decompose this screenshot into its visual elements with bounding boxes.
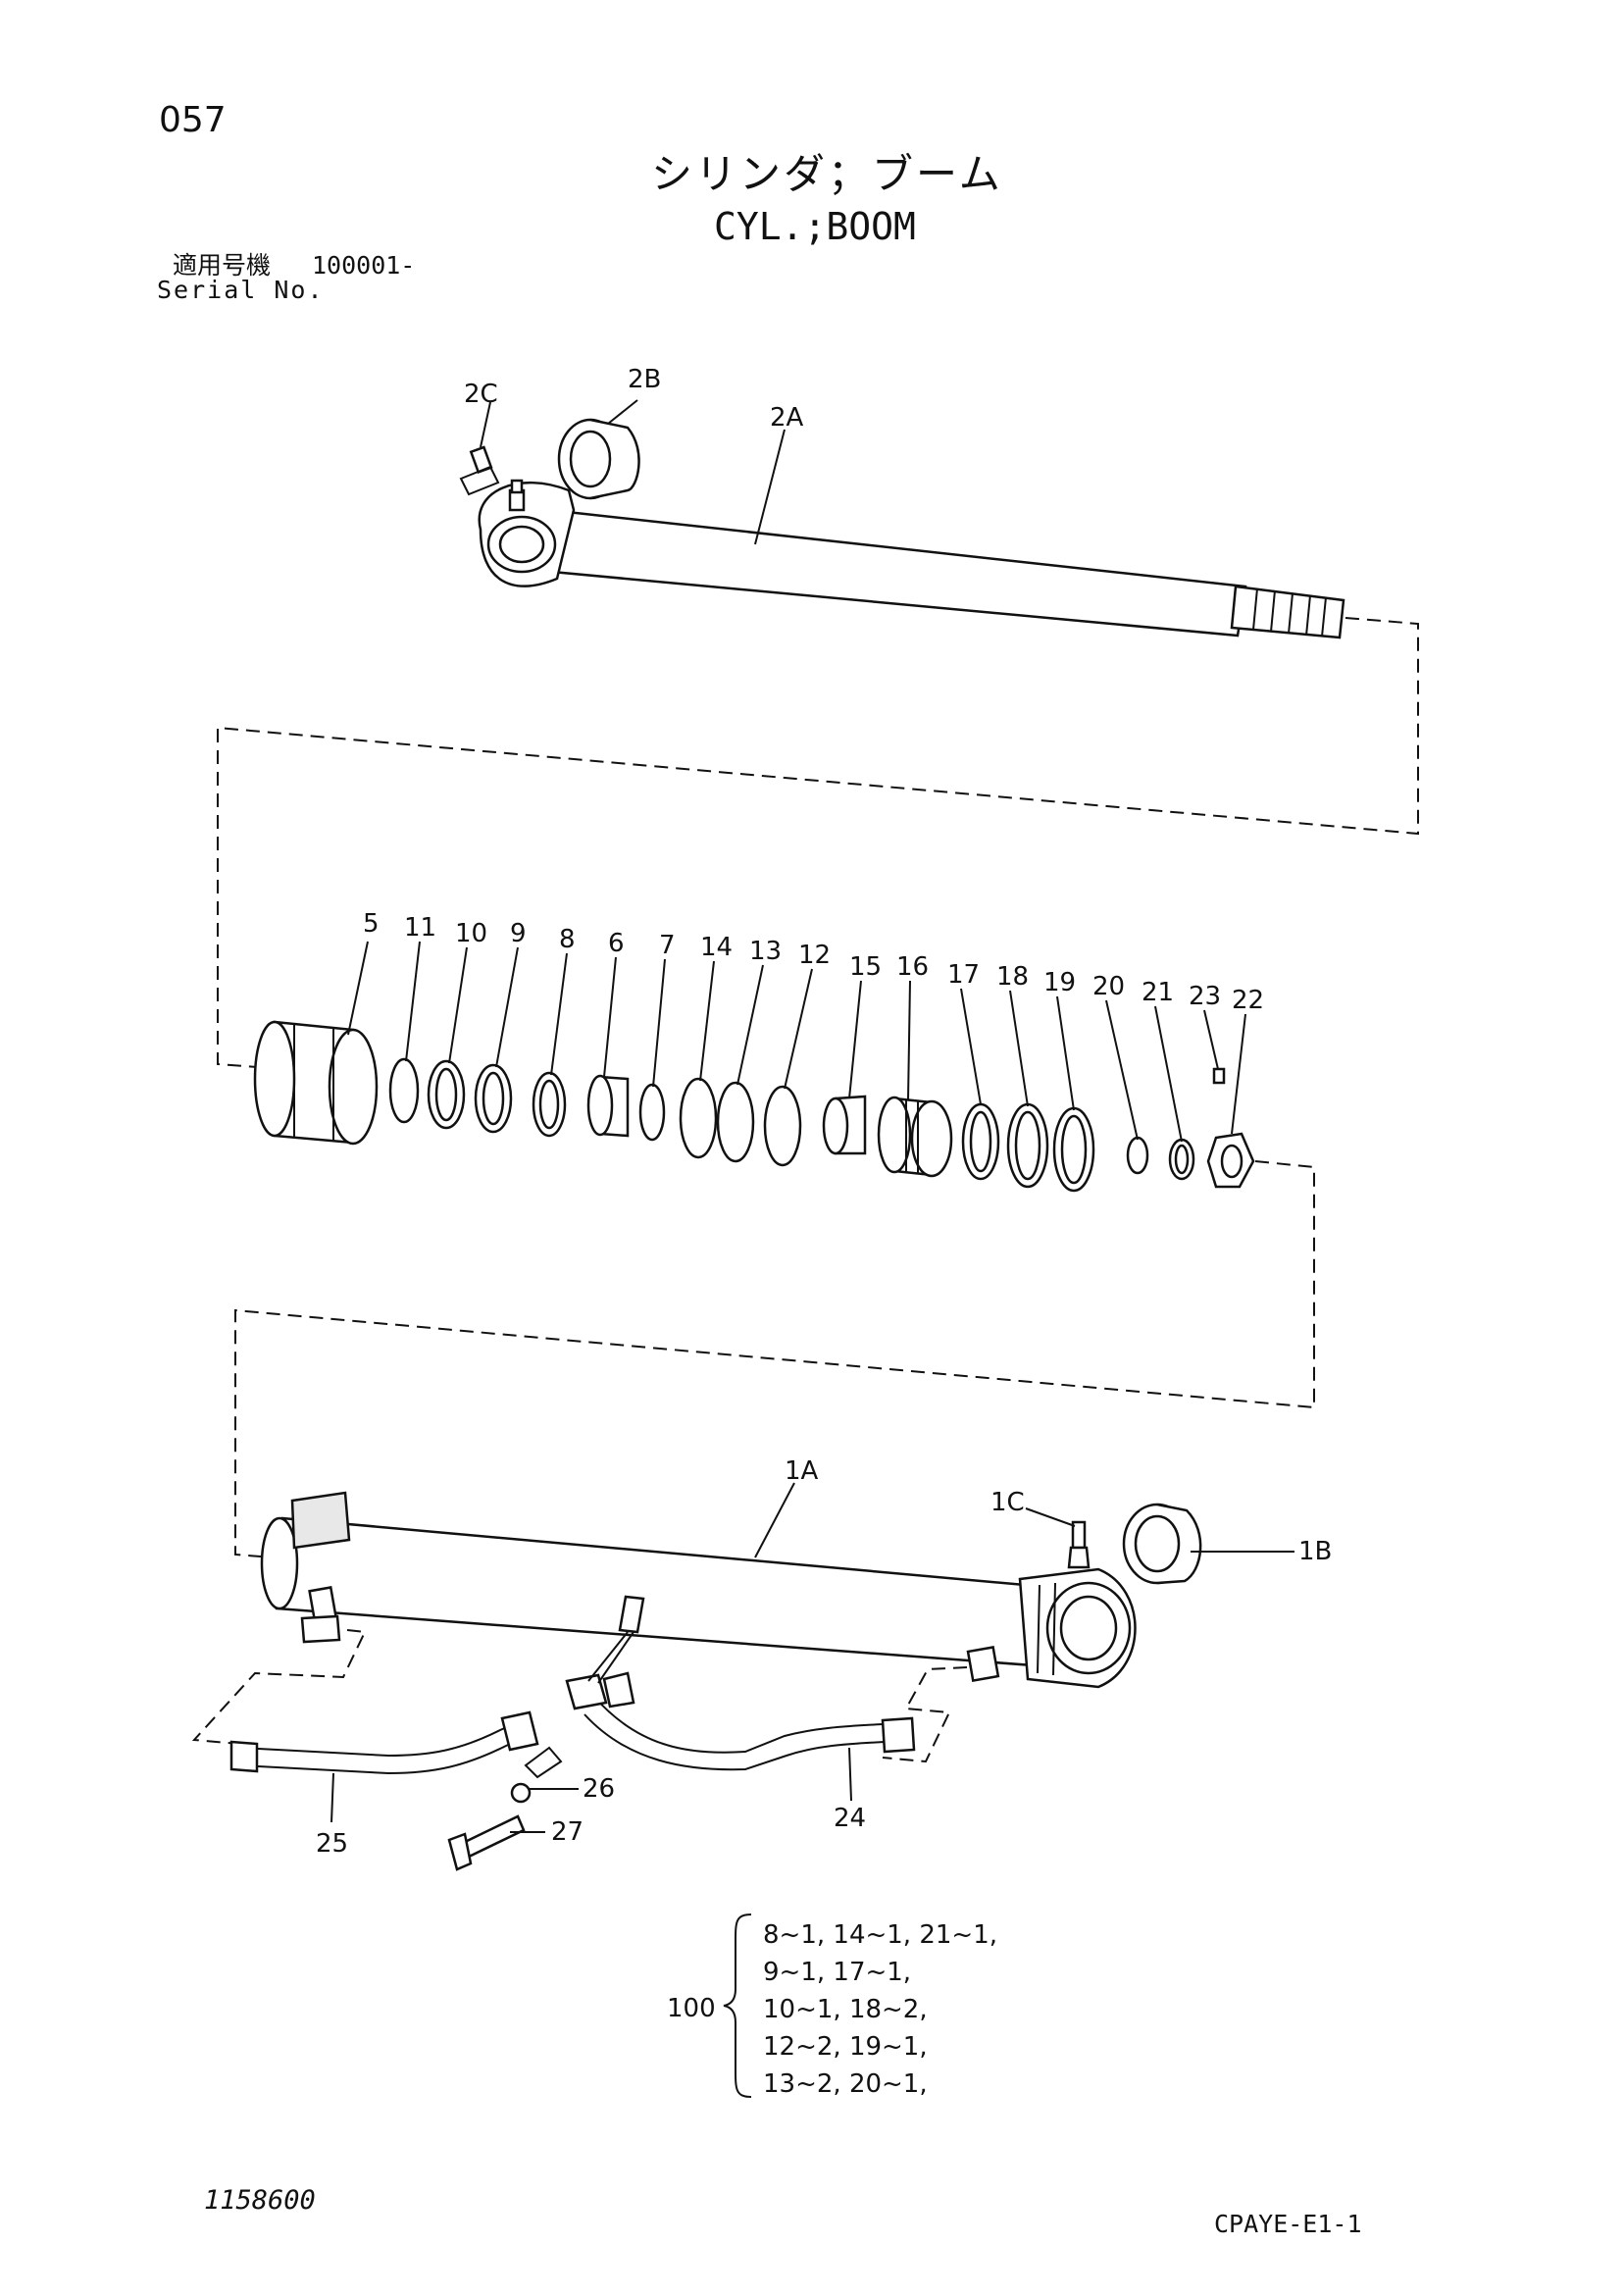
kit-brace bbox=[723, 1913, 752, 2098]
callout-19: 19 bbox=[1043, 968, 1076, 997]
callout-7: 7 bbox=[659, 931, 676, 960]
bushing-1B bbox=[1122, 1503, 1202, 1585]
callout-16: 16 bbox=[896, 952, 929, 982]
kit-line: 9~1, 17~1, bbox=[763, 1958, 912, 1987]
grease-fitting-1C bbox=[1067, 1520, 1091, 1569]
nut-22 bbox=[1206, 1132, 1255, 1189]
leader-24 bbox=[848, 1747, 852, 1802]
callout-11: 11 bbox=[404, 913, 436, 943]
callout-27: 27 bbox=[551, 1817, 584, 1847]
callout-20: 20 bbox=[1092, 972, 1125, 1001]
kit-line: 12~2, 19~1, bbox=[763, 2032, 928, 2062]
callout-18: 18 bbox=[996, 962, 1029, 992]
bolt-27 bbox=[447, 1814, 526, 1871]
drawing-number: 1158600 bbox=[204, 2185, 316, 2216]
callout-13: 13 bbox=[749, 937, 782, 966]
page-code: CPAYE-E1-1 bbox=[1214, 2210, 1362, 2238]
serial-label-japanese: 適用号機 bbox=[173, 251, 272, 280]
grease-fitting-2C bbox=[459, 445, 500, 496]
seal-rings-row bbox=[388, 1057, 867, 1167]
assembly-line-1 bbox=[217, 617, 1419, 1068]
callout-22: 22 bbox=[1232, 986, 1264, 1015]
clamp bbox=[524, 1671, 635, 1779]
cylinder-tube-1A bbox=[260, 1491, 1137, 1689]
leader-1C bbox=[1025, 1507, 1076, 1527]
callout-23: 23 bbox=[1189, 982, 1221, 1011]
callout-24: 24 bbox=[834, 1804, 866, 1833]
serial-value: 100001- bbox=[312, 251, 416, 280]
hose-25 bbox=[229, 1710, 539, 1775]
kit-label: 100 bbox=[667, 1994, 716, 2023]
callout-14: 14 bbox=[700, 933, 733, 962]
page-title-japanese: シリンダ；ブーム bbox=[651, 150, 1003, 198]
callout-2B: 2B bbox=[628, 365, 661, 394]
callout-17: 17 bbox=[947, 960, 980, 990]
callout-6: 6 bbox=[608, 929, 625, 958]
callout-26: 26 bbox=[583, 1774, 615, 1804]
assembly-line-3 bbox=[191, 1629, 367, 1745]
callout-2A: 2A bbox=[770, 403, 804, 433]
bushing-2B bbox=[557, 418, 640, 500]
callout-1A: 1A bbox=[785, 1456, 819, 1486]
callout-9: 9 bbox=[510, 919, 527, 948]
callout-2C: 2C bbox=[464, 380, 498, 409]
callout-21: 21 bbox=[1142, 978, 1174, 1007]
piston-16 bbox=[877, 1096, 953, 1178]
hose-24 bbox=[584, 1696, 916, 1771]
serial-label-english: Serial No. bbox=[157, 276, 325, 304]
callout-5: 5 bbox=[363, 909, 380, 939]
page-title-english: CYL.;BOOM bbox=[714, 205, 916, 248]
page-number: 057 bbox=[159, 100, 227, 140]
cylinder-head-5 bbox=[253, 1020, 379, 1146]
fitting-top bbox=[618, 1595, 645, 1634]
leader-2B bbox=[607, 399, 638, 425]
rings-right bbox=[961, 1102, 1195, 1193]
port-fittings bbox=[300, 1586, 1000, 1683]
kit-line: 10~1, 18~2, bbox=[763, 1995, 928, 2024]
leader-2A bbox=[754, 429, 786, 545]
assembly-line-2 bbox=[234, 1160, 1315, 1558]
kit-line: 13~2, 20~1, bbox=[763, 2069, 928, 2099]
callout-10: 10 bbox=[455, 919, 487, 948]
set-screw-23 bbox=[1212, 1067, 1226, 1085]
callout-12: 12 bbox=[798, 941, 831, 970]
leader-2C bbox=[480, 401, 491, 448]
callout-15: 15 bbox=[849, 952, 882, 982]
washer-26 bbox=[510, 1782, 532, 1804]
callout-8: 8 bbox=[559, 925, 576, 954]
kit-line: 8~1, 14~1, 21~1, bbox=[763, 1920, 998, 1950]
leader-1A bbox=[754, 1482, 795, 1558]
callout-25: 25 bbox=[316, 1829, 348, 1859]
piston-rod-2A bbox=[478, 479, 1345, 639]
callout-1B: 1B bbox=[1298, 1537, 1332, 1566]
leader-25 bbox=[330, 1772, 334, 1823]
assembly-line-4 bbox=[882, 1666, 968, 1763]
callout-1C: 1C bbox=[990, 1488, 1025, 1517]
